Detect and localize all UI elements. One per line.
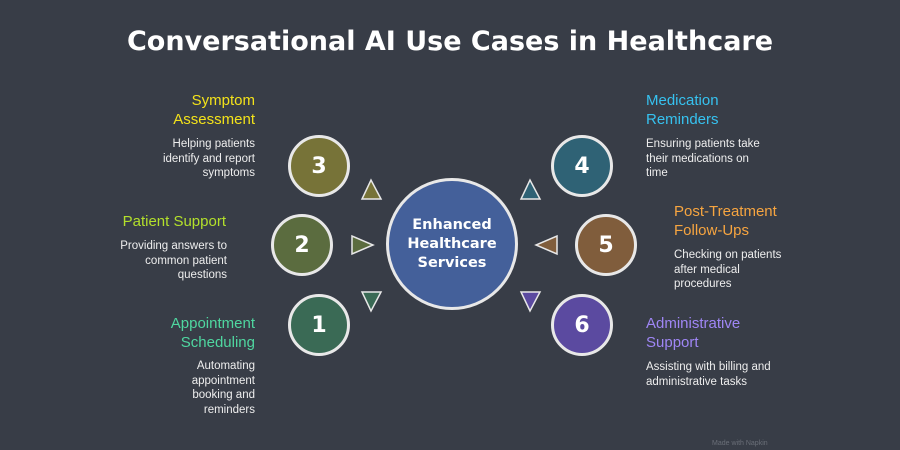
desc-appointment-scheduling: Automating appointment booking and remin… (170, 359, 255, 417)
center-node: Enhanced Healthcare Services (386, 178, 518, 310)
circle-5-number: 5 (598, 232, 614, 258)
desc-administrative-support-text: Assisting with billing and administrativ… (646, 361, 771, 388)
arrow-6-icon (519, 291, 542, 313)
arrow-4-icon (519, 178, 542, 200)
desc-symptom-assessment-text: Helping patients identify and report sym… (162, 138, 255, 179)
heading-patient-support-text: Patient Support (122, 213, 226, 230)
heading-symptom-assessment: Symptom Assessment (120, 91, 255, 129)
desc-medication-reminders: Ensuring patients take their medications… (646, 137, 766, 181)
circle-6: 6 (551, 294, 613, 356)
heading-administrative-support-text: Administrative Support (646, 315, 741, 351)
circle-4: 4 (551, 135, 613, 197)
heading-patient-support: Patient Support (90, 212, 226, 231)
circle-1-number: 1 (311, 312, 327, 338)
heading-post-treatment: Post-Treatment Follow-Ups (674, 202, 799, 240)
desc-patient-support: Providing answers to common patient ques… (110, 239, 227, 283)
heading-medication-reminders-text: Medication Reminders (646, 92, 719, 128)
heading-medication-reminders: Medication Reminders (646, 91, 746, 129)
center-node-label: Enhanced Healthcare Services (407, 216, 497, 271)
circle-4-number: 4 (574, 153, 590, 179)
heading-appointment-scheduling-text: Appointment Scheduling (170, 315, 255, 351)
desc-patient-support-text: Providing answers to common patient ques… (120, 240, 227, 281)
heading-symptom-assessment-text: Symptom Assessment (173, 92, 255, 128)
heading-post-treatment-text: Post-Treatment Follow-Ups (674, 203, 777, 239)
desc-medication-reminders-text: Ensuring patients take their medications… (646, 138, 760, 179)
arrow-2-icon (351, 234, 375, 256)
desc-administrative-support: Assisting with billing and administrativ… (646, 360, 776, 389)
heading-appointment-scheduling: Appointment Scheduling (150, 314, 255, 352)
circle-2-number: 2 (294, 232, 310, 258)
arrow-1-icon (360, 291, 383, 313)
watermark: Made with Napkin (712, 440, 768, 447)
desc-post-treatment-text: Checking on patients after medical proce… (674, 249, 782, 290)
desc-symptom-assessment: Helping patients identify and report sym… (145, 137, 255, 181)
desc-post-treatment: Checking on patients after medical proce… (674, 248, 794, 292)
heading-administrative-support: Administrative Support (646, 314, 761, 352)
circle-5: 5 (575, 214, 637, 276)
circle-3-number: 3 (311, 153, 327, 179)
circle-3: 3 (288, 135, 350, 197)
circle-2: 2 (271, 214, 333, 276)
circle-1: 1 (288, 294, 350, 356)
page-title: Conversational AI Use Cases in Healthcar… (126, 26, 774, 57)
desc-appointment-scheduling-text: Automating appointment booking and remin… (191, 360, 255, 416)
circle-6-number: 6 (574, 312, 590, 338)
arrow-5-icon (534, 234, 558, 256)
arrow-3-icon (360, 178, 383, 200)
